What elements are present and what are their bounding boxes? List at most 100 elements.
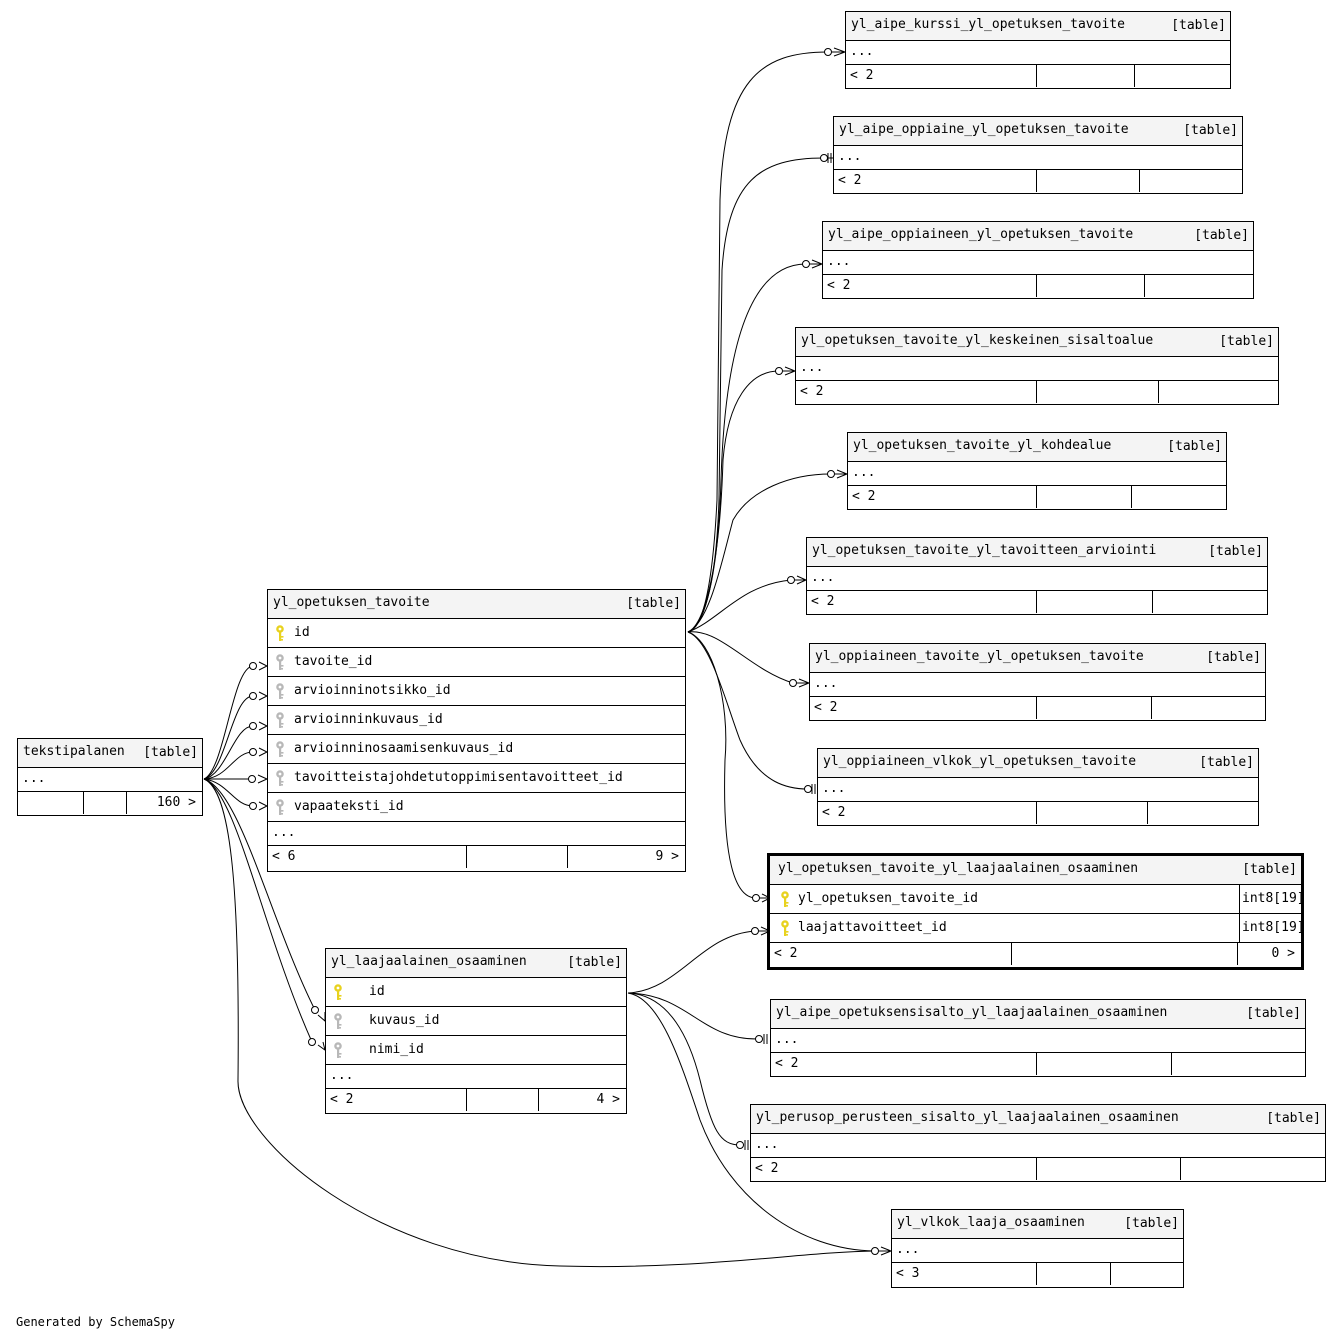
table-yl-opetuksen-tavoite-yl-laajaalainen-osaaminen[interactable]: yl_opetuksen_tavoite_yl_laajaalainen_osa… bbox=[767, 853, 1305, 970]
column-row[interactable]: kuvaus_id bbox=[326, 1007, 626, 1036]
table-name[interactable]: yl_opetuksen_tavoite bbox=[273, 595, 430, 610]
optional-marker bbox=[820, 154, 828, 162]
table-yl-oppiaineen-tavoite-yl-opetuksen-tavoite[interactable]: yl_oppiaineen_tavoite_yl_opetuksen_tavoi… bbox=[809, 643, 1266, 721]
table-name[interactable]: yl_aipe_oppiaine_yl_opetuksen_tavoite bbox=[839, 122, 1129, 137]
more-columns: ... bbox=[848, 462, 1226, 486]
column-name[interactable]: id bbox=[369, 984, 385, 999]
primary-key-icon bbox=[780, 919, 794, 937]
child-count bbox=[1134, 65, 1230, 87]
crowfoot-marker bbox=[811, 784, 816, 794]
table-yl-aipe-oppiaineen-yl-opetuksen-tavoite[interactable]: yl_aipe_oppiaineen_yl_opetuksen_tavoite[… bbox=[822, 221, 1254, 299]
column-name[interactable]: nimi_id bbox=[369, 1042, 424, 1057]
table-yl-vlkok-laaja-osaaminen[interactable]: yl_vlkok_laaja_osaaminen[table] ... < 3 bbox=[891, 1209, 1184, 1288]
parent-count-link[interactable]: < 2 bbox=[755, 1161, 779, 1176]
table-yl-opetuksen-tavoite-yl-kohdealue[interactable]: yl_opetuksen_tavoite_yl_kohdealue[table]… bbox=[847, 432, 1227, 510]
table-name[interactable]: yl_opetuksen_tavoite_yl_keskeinen_sisalt… bbox=[801, 333, 1154, 348]
child-count bbox=[1158, 381, 1278, 403]
column-name[interactable]: vapaateksti_id bbox=[294, 799, 404, 814]
table-yl-perusop-perusteen-sisalto-yl-laajaalainen-osaaminen[interactable]: yl_perusop_perusteen_sisalto_yl_laajaala… bbox=[750, 1104, 1326, 1182]
parent-count-link[interactable]: < 2 bbox=[811, 594, 835, 609]
table-name[interactable]: yl_opetuksen_tavoite_yl_kohdealue bbox=[853, 438, 1112, 453]
column-row[interactable]: tavoitteistajohdetutoppimisentavoitteet_… bbox=[268, 764, 685, 793]
more-columns: ... bbox=[268, 822, 685, 846]
column-name[interactable]: arvioinninkuvaus_id bbox=[294, 712, 443, 727]
more-columns: ... bbox=[818, 778, 1258, 802]
table-yl-oppiaineen-vlkok-yl-opetuksen-tavoite[interactable]: yl_oppiaineen_vlkok_yl_opetuksen_tavoite… bbox=[817, 748, 1259, 826]
table-yl-aipe-kurssi-yl-opetuksen-tavoite[interactable]: yl_aipe_kurssi_yl_opetuksen_tavoite[tabl… bbox=[845, 11, 1231, 89]
column-row[interactable]: nimi_id bbox=[326, 1036, 626, 1065]
crowfoot-marker bbox=[810, 259, 824, 269]
table-name[interactable]: yl_oppiaineen_tavoite_yl_opetuksen_tavoi… bbox=[815, 649, 1144, 664]
table-yl-opetuksen-tavoite-yl-tavoitteen-arviointi[interactable]: yl_opetuksen_tavoite_yl_tavoitteen_arvio… bbox=[806, 537, 1268, 615]
parent-count-link[interactable]: < 2 bbox=[330, 1092, 354, 1107]
table-name[interactable]: tekstipalanen bbox=[23, 744, 125, 759]
column-name[interactable]: yl_opetuksen_tavoite_id bbox=[798, 891, 979, 906]
table-footer: < 2 bbox=[834, 170, 1242, 192]
optional-marker bbox=[751, 927, 759, 935]
parent-count-link[interactable]: < 2 bbox=[838, 173, 862, 188]
column-row[interactable]: arvioinninotsikko_id bbox=[268, 677, 685, 706]
column-row[interactable]: id bbox=[268, 619, 685, 648]
column-row[interactable]: vapaateksti_id bbox=[268, 793, 685, 822]
table-header: yl_opetuksen_tavoite_yl_tavoitteen_arvio… bbox=[807, 538, 1267, 567]
parent-count-link[interactable]: < 2 bbox=[827, 278, 851, 293]
column-name[interactable]: tavoite_id bbox=[294, 654, 373, 669]
child-count-link[interactable]: 0 > bbox=[1237, 943, 1301, 965]
table-name[interactable]: yl_aipe_oppiaineen_yl_opetuksen_tavoite bbox=[828, 227, 1134, 242]
child-count-link[interactable]: 160 > bbox=[126, 792, 202, 814]
table-name[interactable]: yl_opetuksen_tavoite_yl_laajaalainen_osa… bbox=[778, 861, 1139, 876]
table-name[interactable]: yl_opetuksen_tavoite_yl_tavoitteen_arvio… bbox=[812, 543, 1157, 558]
optional-marker bbox=[824, 48, 832, 56]
table-yl-opetuksen-tavoite[interactable]: yl_opetuksen_tavoite [table] id tavoite_… bbox=[267, 589, 686, 872]
crowfoot-marker bbox=[258, 747, 269, 757]
table-name[interactable]: yl_aipe_kurssi_yl_opetuksen_tavoite bbox=[851, 17, 1125, 32]
parent-count-link[interactable]: < 2 bbox=[852, 489, 876, 504]
table-name[interactable]: yl_vlkok_laaja_osaaminen bbox=[897, 1215, 1085, 1230]
optional-marker bbox=[249, 662, 257, 670]
table-name[interactable]: yl_laajaalainen_osaaminen bbox=[331, 954, 527, 969]
table-footer: 160 > bbox=[18, 792, 202, 814]
crowfoot-marker bbox=[832, 47, 847, 57]
column-row[interactable]: tavoite_id bbox=[268, 648, 685, 677]
parent-count-link[interactable]: < 2 bbox=[774, 946, 798, 961]
parent-count-link[interactable]: < 6 bbox=[272, 849, 296, 864]
column-name[interactable]: laajattavoitteet_id bbox=[798, 920, 947, 935]
table-yl-aipe-oppiaine-yl-opetuksen-tavoite[interactable]: yl_aipe_oppiaine_yl_opetuksen_tavoite [ta… bbox=[833, 116, 1243, 194]
foreign-key-icon bbox=[275, 711, 289, 729]
parent-count-link[interactable]: < 2 bbox=[822, 805, 846, 820]
column-name[interactable]: kuvaus_id bbox=[369, 1013, 440, 1028]
column-row[interactable]: arvioinninkuvaus_id bbox=[268, 706, 685, 735]
parent-count-link[interactable]: < 3 bbox=[896, 1266, 920, 1281]
table-name[interactable]: yl_perusop_perusteen_sisalto_yl_laajaala… bbox=[756, 1110, 1179, 1125]
table-yl-laajaalainen-osaaminen[interactable]: yl_laajaalainen_osaaminen [table] id kuv… bbox=[325, 948, 627, 1114]
child-count bbox=[1147, 802, 1258, 824]
child-count-link[interactable]: 9 > bbox=[567, 846, 685, 868]
column-name[interactable]: id bbox=[294, 625, 310, 640]
column-row[interactable]: arvioinninosaamisenkuvaus_id bbox=[268, 735, 685, 764]
generated-by-label[interactable]: Generated by SchemaSpy bbox=[16, 1315, 175, 1329]
table-name[interactable]: yl_aipe_opetuksensisalto_yl_laajaalainen… bbox=[776, 1005, 1168, 1020]
child-count-link[interactable]: 4 > bbox=[538, 1089, 626, 1111]
column-name[interactable]: arvioinninotsikko_id bbox=[294, 683, 451, 698]
foreign-key-icon bbox=[333, 1012, 347, 1030]
table-yl-aipe-opetuksensisalto-yl-laajaalainen-osaaminen[interactable]: yl_aipe_opetuksensisalto_yl_laajaalainen… bbox=[770, 999, 1306, 1077]
parent-count-link[interactable]: < 2 bbox=[850, 68, 874, 83]
parent-count-link[interactable]: < 2 bbox=[800, 384, 824, 399]
column-name[interactable]: arvioinninosaamisenkuvaus_id bbox=[294, 741, 514, 756]
table-header: yl_opetuksen_tavoite [table] bbox=[268, 590, 685, 619]
table-tekstipalanen[interactable]: tekstipalanen [table] ... 160 > bbox=[17, 738, 203, 816]
relation-line bbox=[627, 992, 876, 1252]
more-columns: ... bbox=[823, 251, 1253, 275]
crowfoot-marker bbox=[835, 469, 849, 479]
table-header: yl_opetuksen_tavoite_yl_laajaalainen_osa… bbox=[770, 856, 1301, 885]
table-kind: [table] bbox=[1183, 123, 1238, 138]
column-name[interactable]: tavoitteistajohdetutoppimisentavoitteet_… bbox=[294, 770, 623, 785]
row-count bbox=[1036, 275, 1144, 297]
column-row[interactable]: id bbox=[326, 978, 626, 1007]
table-yl-opetuksen-tavoite-yl-keskeinen-sisaltoalue[interactable]: yl_opetuksen_tavoite_yl_keskeinen_sisalt… bbox=[795, 327, 1279, 405]
parent-count-link[interactable]: < 2 bbox=[814, 700, 838, 715]
parent-count-link[interactable]: < 2 bbox=[775, 1056, 799, 1071]
table-name[interactable]: yl_oppiaineen_vlkok_yl_opetuksen_tavoite bbox=[823, 754, 1137, 769]
